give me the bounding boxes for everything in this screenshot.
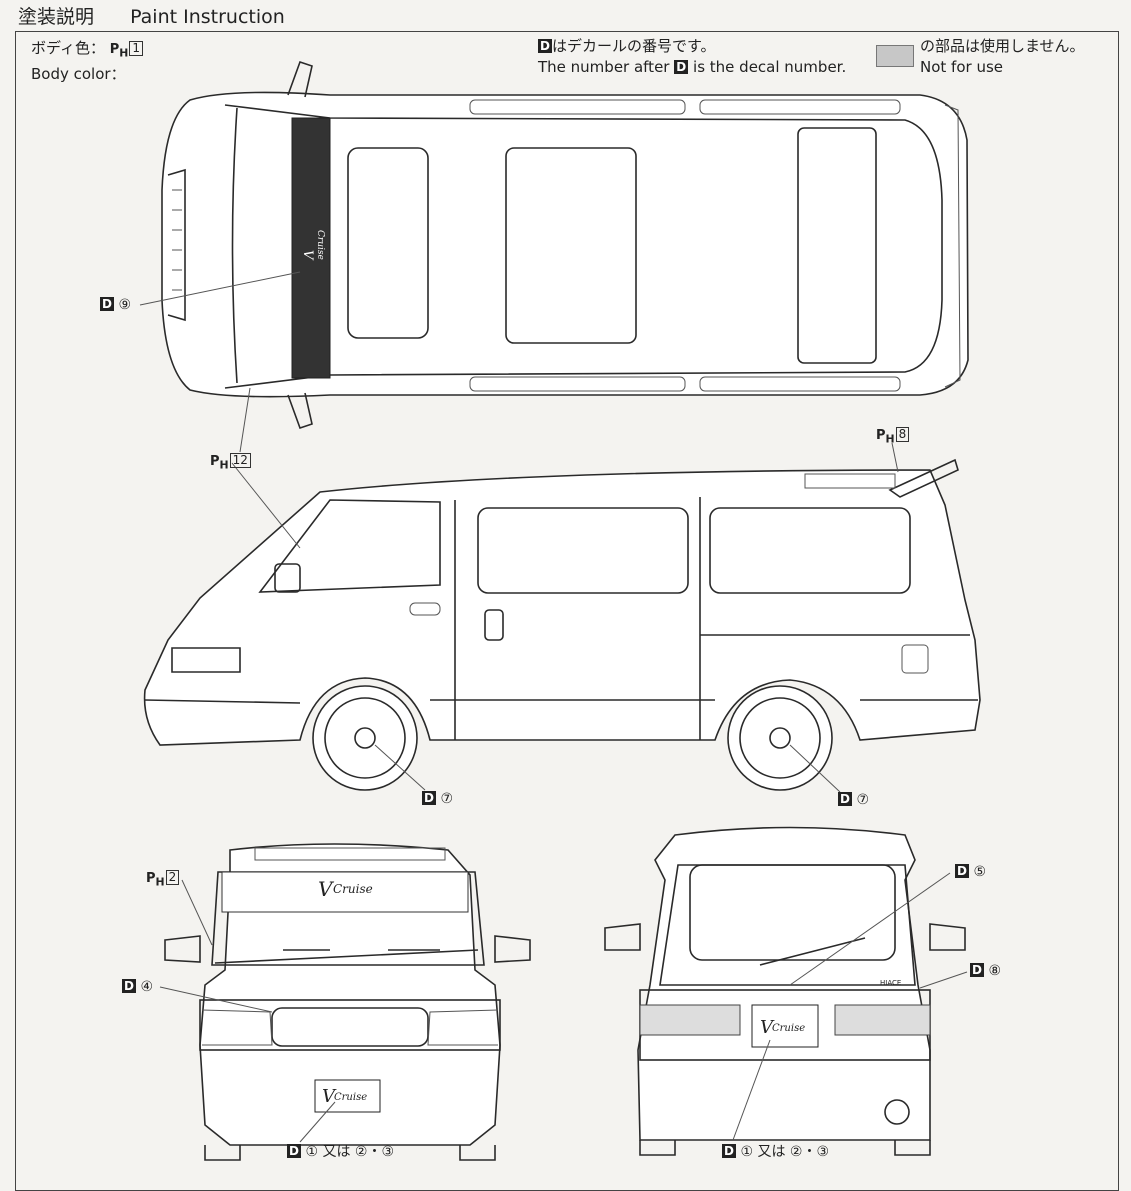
callout-decal-8: D ⑧ <box>970 963 1001 979</box>
paint8-leader <box>891 442 899 473</box>
unused-note-en: Not for use <box>920 58 1003 76</box>
callout-decal-9: D ⑨ <box>100 297 131 313</box>
paint12-leader-side <box>231 462 301 549</box>
decal7-front-leader <box>374 744 426 791</box>
front-banner-v: V <box>318 877 335 901</box>
side-view <box>143 442 981 793</box>
callout-decal-5: D ⑤ <box>955 864 986 880</box>
decal8-leader <box>919 971 968 989</box>
front-view <box>159 843 531 1161</box>
front-plate-decal <box>314 1079 381 1113</box>
front-banner-text: Cruise <box>333 882 373 896</box>
top-banner-text: Cruise <box>315 230 325 260</box>
callout-decal-7-rear: D ⑦ <box>838 792 869 808</box>
page-heading: 塗装説明 Paint Instruction <box>18 2 285 29</box>
body-color-jp: ボディ色： <box>31 39 105 57</box>
rear-plate-leader <box>732 1039 771 1141</box>
rear-plate-text: Cruise <box>772 1023 805 1034</box>
callout-front-plate: D ① 又は ②・③ <box>287 1144 394 1160</box>
front-plate-text: Cruise <box>334 1092 367 1103</box>
paint-symbol: PH <box>109 42 129 60</box>
paint2-leader <box>181 879 213 946</box>
decal-symbol-inline: D <box>674 60 689 74</box>
decal-symbol: D <box>538 39 552 53</box>
heading-en: Paint Instruction <box>130 6 285 28</box>
callout-decal-4: D ④ <box>122 979 153 995</box>
callout-rear-plate: D ① 又は ②・③ <box>722 1144 829 1160</box>
front-plate-v: V <box>322 1086 337 1107</box>
body-color-code: 1 <box>129 41 143 56</box>
decal9-leader <box>139 271 301 306</box>
heading-jp: 塗装説明 <box>18 6 95 28</box>
hiace-badge: HIACE <box>880 979 901 987</box>
decal-artwork: V Cruise V Cruise V Cruise V Cruise HIAC… <box>300 230 901 1107</box>
top-view <box>139 60 969 453</box>
decal7-rear-leader <box>789 744 841 793</box>
rear-plate-decal <box>751 1004 819 1048</box>
rear-plate-v: V <box>760 1017 775 1038</box>
paint12-leader-top <box>239 387 251 453</box>
front-plate-leader <box>299 1101 336 1143</box>
top-banner-v: V <box>300 250 315 261</box>
body-color-en: Body color： <box>31 64 126 83</box>
windshield-banner-decal <box>291 117 331 379</box>
decal4-leader <box>159 986 273 1013</box>
decal5-leader <box>789 872 951 986</box>
unused-part-swatch <box>876 45 914 67</box>
rear-view <box>604 826 968 1156</box>
decal-note-en-after: is the decal number. <box>693 58 847 76</box>
unused-note-jp: の部品は使用しません。 <box>920 37 1085 55</box>
decal-note-jp: はデカールの番号です。 <box>552 37 716 55</box>
unused-legend: の部品は使用しません。 Not for use <box>920 36 1085 78</box>
callout-decal-7-front: D ⑦ <box>422 791 453 807</box>
decal-note-en-before: The number after <box>538 58 670 76</box>
